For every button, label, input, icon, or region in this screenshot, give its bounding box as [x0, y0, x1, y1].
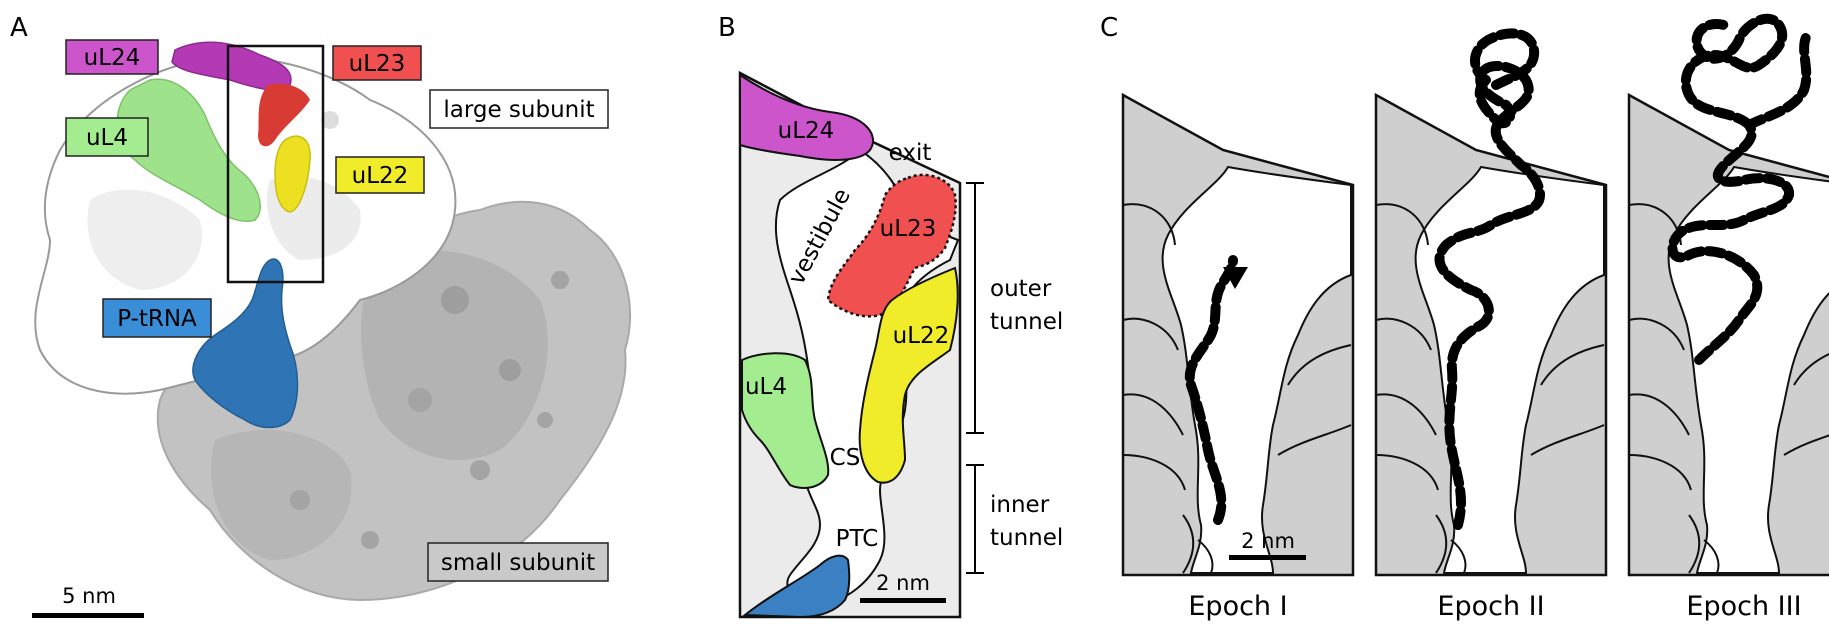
label-p-trna-text: P-tRNA [117, 306, 197, 332]
label-ul24-a: uL24 [65, 39, 159, 75]
p-trna-surface [192, 258, 299, 429]
label-outer-line2: tunnel [990, 309, 1063, 335]
label-ul4-b: uL4 [745, 374, 787, 400]
label-ul22-b: uL22 [893, 323, 950, 349]
outer-tunnel-bracket [966, 182, 984, 434]
ul23-surface [258, 83, 310, 147]
ul22-surface [274, 135, 311, 213]
tunnel-region-box [226, 44, 325, 284]
panel-a: A [10, 13, 632, 618]
scale-bar-c: 2 nm [1229, 529, 1306, 560]
label-ul4-a: uL4 [65, 117, 149, 157]
epoch-label-2: Epoch II [1437, 591, 1544, 622]
label-large-subunit: large subunit [429, 89, 609, 129]
label-inner-line1: inner [990, 492, 1050, 518]
label-ul22-a: uL22 [335, 156, 425, 194]
scale-bar-a: 5 nm [32, 584, 144, 618]
epoch-label-3: Epoch III [1686, 591, 1801, 622]
label-ul24-b: uL24 [778, 118, 835, 144]
nascent-chain-epoch-3 [1667, 120, 1794, 365]
label-ul4-a-text: uL4 [86, 125, 128, 151]
nascent-chain-epoch-2 [1434, 60, 1545, 530]
scale-bar-b: 2 nm [860, 571, 946, 603]
label-small-subunit: small subunit [427, 542, 609, 582]
label-outer-line1: outer [990, 276, 1052, 302]
panel-b: B uL24 exit vestibule uL23 uL22 uL4 CS P… [718, 13, 1063, 619]
label-small-subunit-text: small subunit [441, 550, 595, 576]
ul23-shape-b [826, 173, 957, 318]
label-ptc: PTC [836, 526, 879, 552]
label-large-subunit-text: large subunit [443, 97, 594, 123]
label-ul24-a-text: uL24 [84, 45, 141, 71]
label-cs: CS [830, 445, 861, 471]
label-inner-line2: tunnel [990, 525, 1063, 551]
scale-bar-b-label: 2 nm [876, 571, 930, 595]
ul4-shape-b [741, 352, 830, 489]
scale-bar-c-label: 2 nm [1241, 529, 1295, 553]
label-ul23-b: uL23 [880, 216, 937, 242]
nascent-chain-epoch-1 [1184, 255, 1238, 525]
panel-a-letter: A [10, 13, 28, 43]
epoch-2-panel [1374, 28, 1608, 577]
scale-bar-a-label: 5 nm [62, 584, 116, 608]
label-exit: exit [889, 140, 932, 166]
panel-c: C [1100, 13, 1829, 622]
inner-tunnel-bracket [966, 464, 984, 574]
epoch-label-1: Epoch I [1188, 591, 1287, 622]
p-trna-shape-b [742, 554, 851, 619]
epoch-1-panel [1121, 93, 1355, 577]
label-ul23-a-text: uL23 [349, 51, 406, 77]
epoch-3-panel [1627, 13, 1829, 577]
epoch-1-marker [1223, 267, 1248, 289]
label-ul22-a-text: uL22 [352, 163, 409, 189]
panel-b-letter: B [718, 13, 736, 43]
panel-c-letter: C [1100, 13, 1118, 43]
ul24-surface [171, 41, 292, 91]
ul24-shape-b [739, 73, 875, 161]
label-p-trna: P-tRNA [102, 298, 212, 338]
ul22-shape-b [858, 266, 959, 484]
label-ul23-a: uL23 [332, 45, 422, 81]
